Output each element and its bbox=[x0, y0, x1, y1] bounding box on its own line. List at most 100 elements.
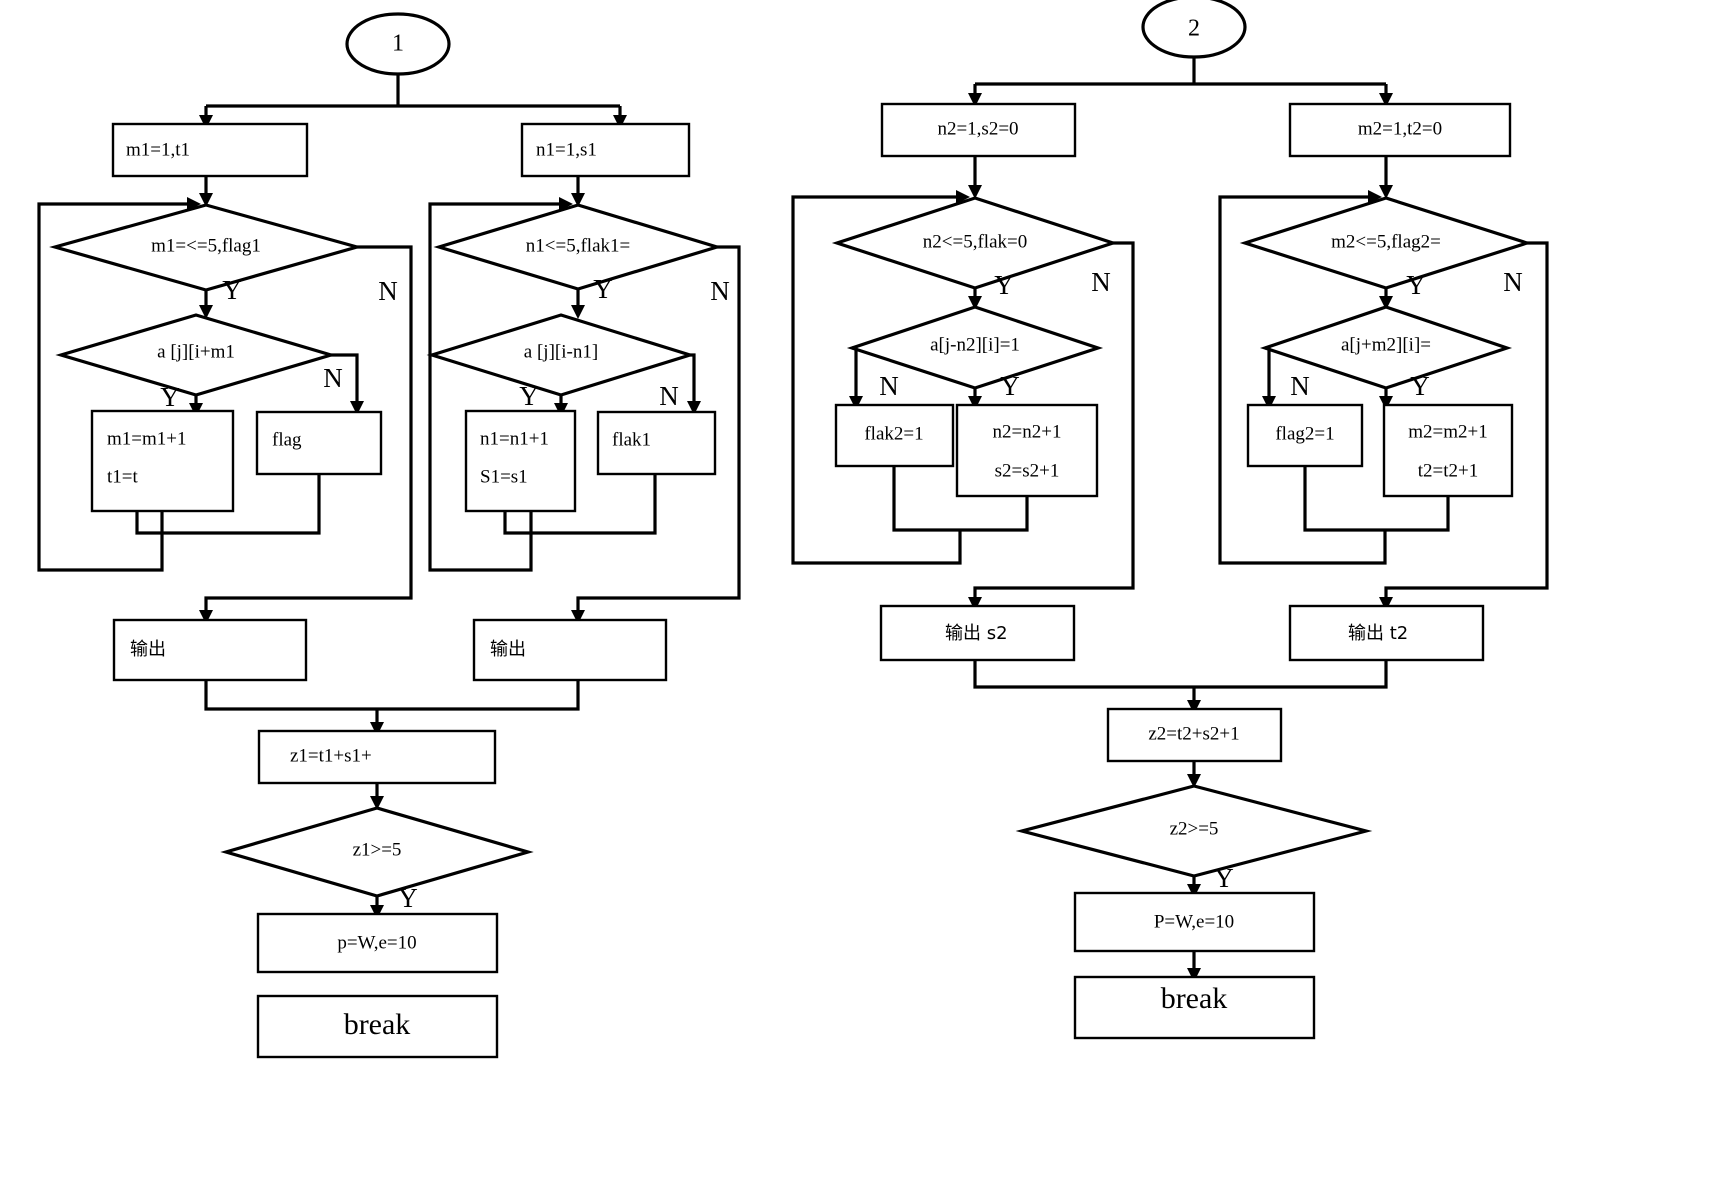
left-cond-right-2-no-label: N bbox=[659, 381, 679, 411]
left-act-left-no-label: flag bbox=[272, 429, 302, 450]
left-break-label: break bbox=[344, 1008, 411, 1041]
left-cond-left-1-no-label: N bbox=[378, 276, 398, 306]
left-act-right-yes-line1: n1=n1+1 bbox=[480, 428, 549, 449]
right-act-right-no-box: flag2=1 bbox=[1246, 403, 1364, 468]
left-output-right-box: 输出 bbox=[472, 618, 668, 682]
right-act-left-no-label: flak2=1 bbox=[864, 423, 923, 444]
left-final-cond-label: z1>=5 bbox=[353, 839, 402, 860]
right-cond-right-2-no-connector bbox=[1262, 346, 1276, 410]
right-output-right-label: 输出 t2 bbox=[1348, 623, 1408, 644]
right-cond-left-2-yes-label: Y bbox=[1000, 371, 1020, 401]
left-cond-right-2-no-connector bbox=[687, 353, 701, 415]
left-cond-left-1-label: m1=<=5,flag1 bbox=[151, 235, 261, 256]
right-cond-left-2-label: a[j-n2][i]=1 bbox=[930, 334, 1020, 355]
right-final-cond-yes-label: Y bbox=[1214, 863, 1234, 893]
left-cond-right-2-yes-label: Y bbox=[519, 381, 539, 411]
right-right-loop-back-connector bbox=[1218, 190, 1450, 565]
right-final-cond-label: z2>=5 bbox=[1170, 818, 1219, 839]
right-left-loop-back-connector bbox=[791, 190, 1029, 565]
left-cond-left-2-yes-label: Y bbox=[160, 382, 180, 412]
right-cond-right-2-yes-label: Y bbox=[1410, 371, 1430, 401]
right-cond-left-2-no-label: N bbox=[879, 371, 899, 401]
left-init-left-box: m1=1,t1 bbox=[111, 122, 309, 178]
left-act-left-yes-line2: t1=t bbox=[107, 466, 138, 487]
left-cond-left-2-diamond: a [j][i+m1 bbox=[55, 313, 337, 397]
right-assign-label: P=W,e=10 bbox=[1154, 911, 1234, 932]
right-cond-right-1-yes-label: Y bbox=[1406, 270, 1426, 300]
right-output-right-box: 输出 t2 bbox=[1288, 604, 1485, 662]
right-cond-right-2-no-label: N bbox=[1290, 371, 1310, 401]
left-sum-box: z1=t1+s1+ bbox=[257, 729, 497, 785]
left-cond-right-2-diamond: a [j][i-n1] bbox=[426, 313, 696, 397]
left-cond-left-1-yes-label: Y bbox=[222, 275, 242, 305]
right-act-left-no-box: flak2=1 bbox=[834, 403, 955, 468]
right-sum-label: z2=t2+s2+1 bbox=[1148, 723, 1239, 744]
right-init-left-box: n2=1,s2=0 bbox=[880, 102, 1077, 158]
left-output-left-box: 输出 bbox=[112, 618, 308, 682]
right-act-left-yes-line1: n2=n2+1 bbox=[993, 421, 1062, 442]
right-sum-box: z2=t2+s2+1 bbox=[1106, 707, 1283, 763]
left-act-right-yes-line2: S1=s1 bbox=[480, 466, 528, 487]
right-outputs-merge-connector bbox=[973, 660, 1388, 714]
left-act-right-no-label: flak1 bbox=[612, 429, 651, 450]
left-cond-right-1-no-label: N bbox=[710, 276, 730, 306]
right-act-left-yes-line2: s2=s2+1 bbox=[995, 460, 1060, 481]
right-cond-right-1-label: m2<=5,flag2= bbox=[1331, 231, 1441, 252]
right-init-left-label: n2=1,s2=0 bbox=[937, 118, 1018, 139]
left-act-left-yes-line1: m1=m1+1 bbox=[107, 428, 187, 449]
left-right-loop-back-connector bbox=[428, 197, 657, 572]
left-cond-right-1-no-connector bbox=[571, 245, 741, 624]
right-start-label: 2 bbox=[1188, 16, 1200, 42]
left-cond-left-2-no-connector bbox=[331, 353, 364, 415]
left-cond-left-1-no-connector bbox=[199, 245, 413, 624]
left-cond-right-1-diamond: n1<=5,flak1= bbox=[433, 203, 723, 291]
left-final-cond-diamond: z1>=5 bbox=[220, 806, 534, 898]
left-act-left-yes-box: m1=m1+1 t1=t bbox=[90, 409, 235, 513]
left-output-left-label: 输出 bbox=[130, 639, 166, 660]
right-cond-right-1-diamond: m2<=5,flag2= bbox=[1239, 196, 1533, 290]
left-sum-label: z1=t1+s1+ bbox=[290, 745, 372, 766]
right-init-right-box: m2=1,t2=0 bbox=[1288, 102, 1512, 158]
right-start-split-connector bbox=[968, 57, 1393, 107]
left-final-cond-yes-label: Y bbox=[398, 883, 418, 913]
right-act-left-yes-box: n2=n2+1 s2=s2+1 bbox=[955, 403, 1099, 498]
left-output-right-label: 输出 bbox=[490, 639, 526, 660]
left-init-left-label: m1=1,t1 bbox=[126, 139, 190, 160]
left-act-left-no-box: flag bbox=[255, 410, 383, 476]
left-cond-left-2-no-label: N bbox=[323, 363, 343, 393]
left-cond-right-1-yes-label: Y bbox=[593, 274, 613, 304]
right-break-label: break bbox=[1161, 982, 1228, 1015]
left-act-right-no-box: flak1 bbox=[596, 410, 717, 476]
left-outputs-merge-connector bbox=[204, 680, 580, 736]
left-assign-box: p=W,e=10 bbox=[256, 912, 499, 974]
right-start-node: 2 bbox=[1141, 0, 1247, 59]
left-cond-right-1-label: n1<=5,flak1= bbox=[526, 235, 630, 256]
left-init-right-label: n1=1,s1 bbox=[536, 139, 597, 160]
right-cond-left-1-diamond: n2<=5,flak=0 bbox=[831, 196, 1119, 290]
left-init-right-box: n1=1,s1 bbox=[520, 122, 691, 178]
right-cond-left-1-label: n2<=5,flak=0 bbox=[923, 231, 1027, 252]
right-cond-right-2-label: a[j+m2][i]= bbox=[1341, 334, 1431, 355]
left-start-label: 1 bbox=[392, 31, 404, 57]
left-assign-label: p=W,e=10 bbox=[337, 932, 416, 953]
right-cond-right-1-no-connector bbox=[1379, 241, 1549, 611]
left-start-split-connector bbox=[199, 74, 627, 129]
right-output-left-label: 输出 s2 bbox=[945, 623, 1008, 644]
left-break-box: break bbox=[256, 994, 499, 1059]
right-cond-left-1-yes-label: Y bbox=[994, 270, 1014, 300]
left-cond-left-2-label: a [j][i+m1 bbox=[157, 341, 235, 362]
right-act-right-yes-box: m2=m2+1 t2=t2+1 bbox=[1382, 403, 1514, 498]
right-output-left-box: 输出 s2 bbox=[879, 604, 1076, 662]
right-final-cond-diamond: z2>=5 bbox=[1015, 784, 1373, 878]
right-cond-right-1-no-label: N bbox=[1503, 267, 1523, 297]
left-act-right-yes-box: n1=n1+1 S1=s1 bbox=[464, 409, 577, 513]
right-act-right-yes-line2: t2=t2+1 bbox=[1418, 460, 1479, 481]
right-cond-left-1-no-label: N bbox=[1091, 267, 1111, 297]
right-act-right-yes-line1: m2=m2+1 bbox=[1408, 421, 1488, 442]
right-cond-left-2-no-connector bbox=[849, 346, 863, 410]
left-cond-right-2-label: a [j][i-n1] bbox=[524, 341, 598, 362]
right-assign-box: P=W,e=10 bbox=[1073, 891, 1316, 953]
left-start-node: 1 bbox=[345, 12, 451, 76]
